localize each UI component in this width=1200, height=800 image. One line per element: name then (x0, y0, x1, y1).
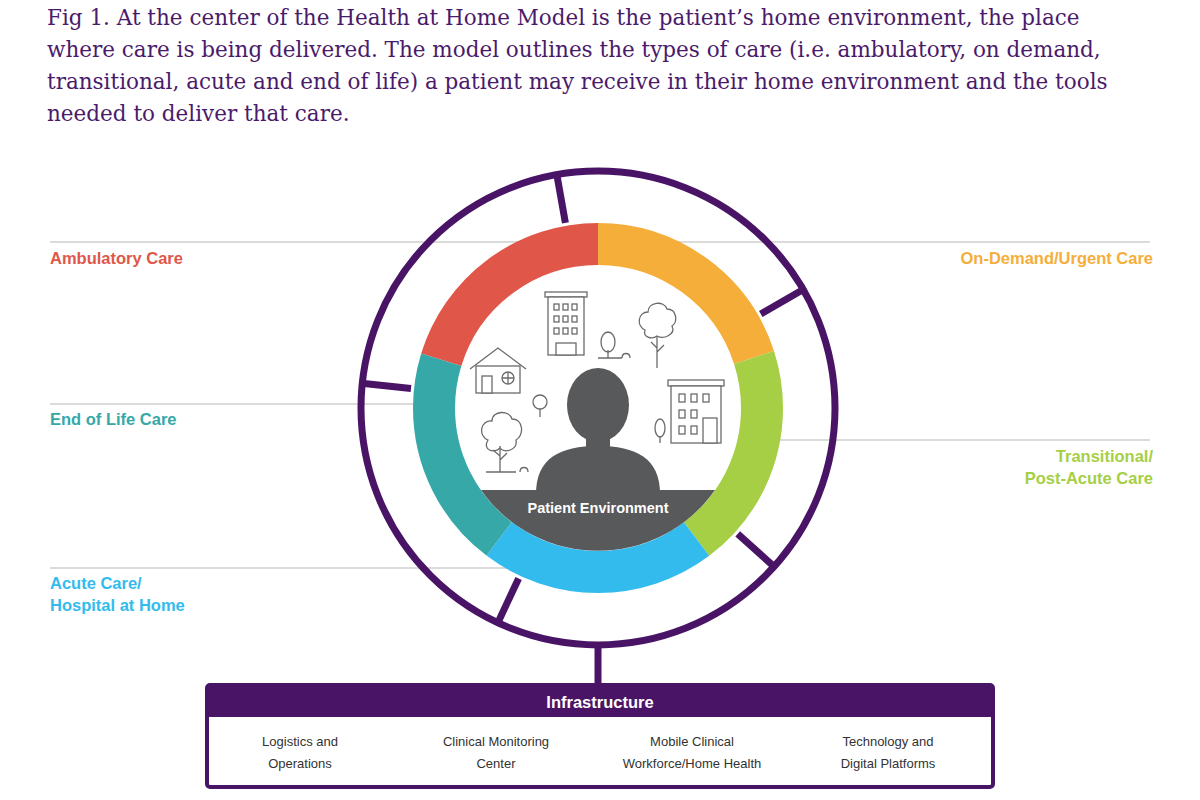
window (691, 426, 697, 434)
door (482, 376, 492, 393)
care-type-label: Transitional/ Post-Acute Care (1013, 445, 1153, 489)
tree-trunk (598, 350, 622, 358)
ring-tick (359, 383, 411, 389)
window (554, 304, 559, 310)
care-type-label: On-Demand/Urgent Care (853, 247, 1153, 269)
ring-tick (761, 288, 806, 314)
window (502, 372, 514, 384)
outer-ring (361, 171, 835, 645)
window (679, 426, 685, 434)
care-type-label: Acute Care/ Hospital at Home (50, 572, 195, 616)
building-cap (668, 380, 724, 386)
inner-disk (455, 265, 741, 551)
tree-crown (639, 303, 675, 338)
tree-trunk (486, 446, 516, 472)
ring-stem (595, 644, 602, 686)
band-shape (481, 490, 715, 551)
ring-tick (497, 578, 519, 625)
patient-silhouette (536, 368, 660, 494)
tree-trunk (539, 409, 540, 417)
tree-crown (655, 419, 665, 437)
tree-crown (601, 332, 615, 352)
window (554, 328, 559, 334)
silhouette-head (567, 368, 629, 442)
ring-segment (434, 244, 762, 572)
window (563, 328, 568, 334)
silhouette-shoulders (536, 446, 660, 494)
door (703, 418, 717, 443)
window (572, 328, 577, 334)
infrastructure-item: Technology and Digital Platforms (828, 731, 948, 775)
care-type-label: Ambulatory Care (50, 247, 350, 269)
patient-environment-band: Patient Environment (481, 490, 715, 551)
building-cap (545, 292, 587, 297)
house (476, 366, 520, 393)
neighborhood-illustration (470, 292, 724, 472)
care-type-label: End of Life Care (50, 408, 350, 430)
tree-crown (533, 395, 547, 409)
ring-tick (738, 534, 777, 569)
tree-trunk (651, 336, 664, 368)
ring-segment (434, 244, 762, 572)
care-ring (434, 244, 762, 572)
window (679, 410, 685, 418)
window (554, 316, 559, 322)
window (679, 394, 685, 402)
window (572, 316, 577, 322)
infrastructure-item: Clinical Monitoring Center (431, 731, 561, 775)
infrastructure-box: InfrastructureLogistics and Operations Cl… (205, 683, 995, 789)
window-frame (502, 372, 514, 384)
house-roof (470, 348, 526, 369)
infrastructure-item: Mobile Clinical Workforce/Home Health (614, 731, 770, 775)
window (691, 410, 697, 418)
tree-trunk (659, 436, 660, 443)
infrastructure-item: Logistics and Operations (245, 731, 355, 775)
band-outline (481, 490, 715, 551)
tree-crown (482, 412, 522, 450)
ring-segment (434, 244, 762, 572)
window (703, 394, 709, 402)
bush (520, 468, 528, 473)
leader-lines (50, 242, 1150, 568)
ring-ticks (359, 172, 806, 626)
window (563, 316, 568, 322)
node-heading: Infrastructure (209, 687, 991, 717)
silhouette-neck (586, 432, 610, 452)
ring-segment (434, 244, 762, 572)
figure-caption: Fig 1. At the center of the Health at Ho… (47, 2, 1142, 130)
window (563, 304, 568, 310)
node-heading: Patient Environment (481, 498, 715, 518)
apartment-building (671, 386, 721, 443)
bush (622, 354, 630, 359)
ring-tick (556, 172, 565, 223)
ring-segment (434, 244, 762, 572)
tall-building (548, 297, 584, 355)
window (691, 394, 697, 402)
window (572, 304, 577, 310)
door (556, 343, 576, 355)
